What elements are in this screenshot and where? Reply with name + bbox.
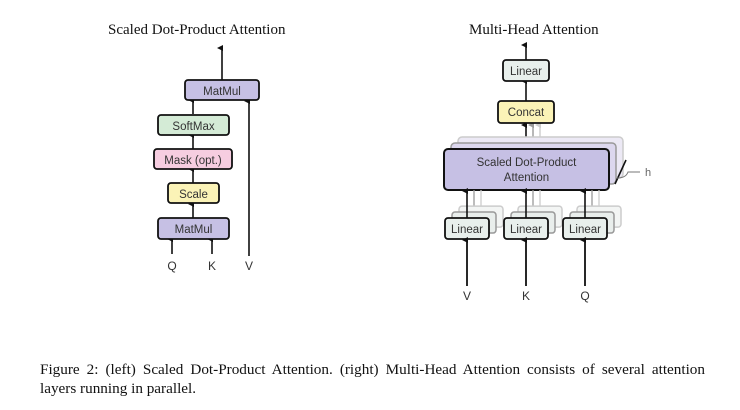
mask-block: Mask (opt.) bbox=[153, 148, 233, 170]
scale-block: Scale bbox=[167, 182, 220, 204]
input-k-left: K bbox=[208, 259, 216, 273]
heads-bracket bbox=[614, 159, 627, 185]
linear-group-v: Linear bbox=[444, 188, 504, 286]
linear-label-q: Linear bbox=[569, 224, 601, 236]
attention-label-line2: Attention bbox=[504, 172, 549, 184]
matmul-top-block: MatMul bbox=[184, 79, 260, 101]
linear-out-label: Linear bbox=[510, 66, 542, 78]
input-v-right: V bbox=[463, 289, 471, 303]
left-diagram-title: Scaled Dot-Product Attention bbox=[108, 22, 286, 38]
matmul-bottom-block: MatMul bbox=[157, 217, 230, 240]
heads-bracket-curve bbox=[616, 171, 640, 179]
linear-label-k: Linear bbox=[510, 224, 542, 236]
left-diagram: MatMul SoftMax Mask (opt.) Scale MatMul … bbox=[153, 45, 260, 273]
right-diagram-title: Multi-Head Attention bbox=[469, 22, 599, 38]
concat-block: Concat bbox=[497, 100, 555, 124]
concat-label: Concat bbox=[508, 107, 545, 119]
input-q-left: Q bbox=[167, 259, 176, 273]
matmul-bottom-label: MatMul bbox=[175, 224, 213, 236]
linear-out-block: Linear bbox=[502, 59, 550, 82]
matmul-top-label: MatMul bbox=[203, 86, 241, 98]
input-v-left: V bbox=[245, 259, 253, 273]
softmax-label: SoftMax bbox=[172, 121, 214, 133]
input-q-right: Q bbox=[580, 289, 589, 303]
attention-block: Scaled Dot-Product Attention bbox=[443, 148, 610, 191]
input-k-right: K bbox=[522, 289, 530, 303]
heads-label: h bbox=[645, 167, 651, 179]
attention-label-line1: Scaled Dot-Product bbox=[477, 157, 578, 169]
softmax-block: SoftMax bbox=[157, 114, 230, 136]
linear-group-k: Linear bbox=[503, 188, 563, 286]
scale-label: Scale bbox=[179, 189, 208, 201]
mask-label: Mask (opt.) bbox=[164, 155, 222, 167]
right-diagram: h Scaled Dot-Product Attention Linear Co… bbox=[443, 42, 651, 303]
figure-caption: Figure 2: (left) Scaled Dot-Product Atte… bbox=[40, 361, 705, 397]
linear-label-v: Linear bbox=[451, 224, 483, 236]
linear-group-q: Linear bbox=[562, 188, 622, 286]
